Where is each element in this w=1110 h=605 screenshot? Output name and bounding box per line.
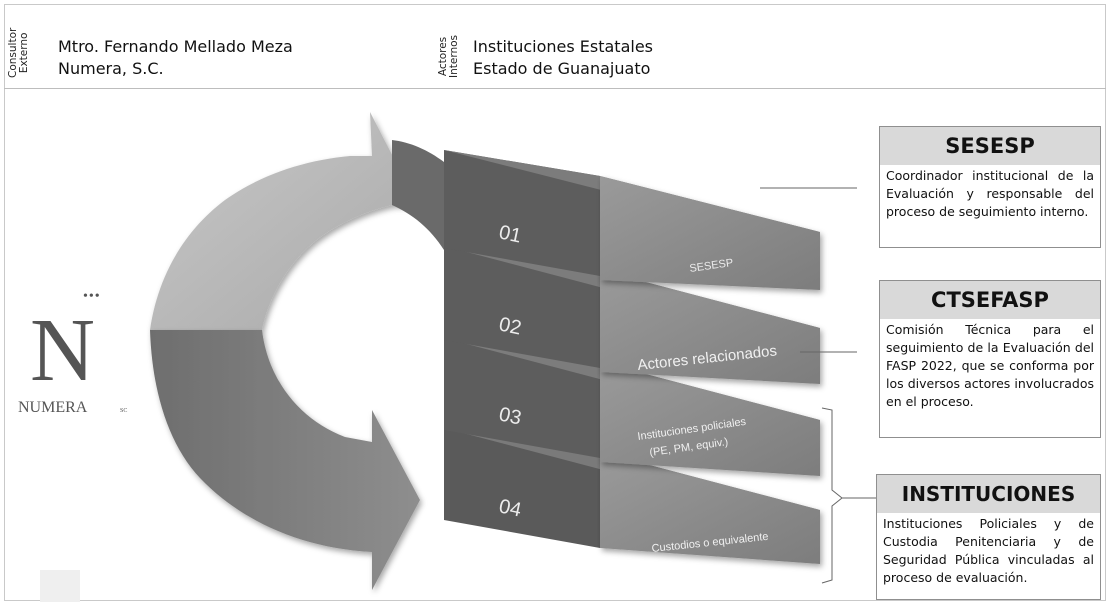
card-sesesp: SESESP Coordinador institucional de la E… bbox=[879, 126, 1101, 248]
layer-04 bbox=[444, 428, 820, 564]
card-body: Comisión Técnica para el seguimiento de … bbox=[886, 322, 1094, 409]
actors-info: Instituciones Estatales Estado de Guanaj… bbox=[473, 36, 653, 80]
numera-logo: N ••• NUMERA SC bbox=[18, 289, 127, 416]
cycle-arrow-inner-shade bbox=[392, 140, 444, 250]
card-title: CTSEFASP bbox=[880, 281, 1100, 319]
consultant-company: Numera, S.C. bbox=[58, 59, 164, 78]
logo-letter: N bbox=[30, 301, 95, 400]
layer-04-number: 04 bbox=[497, 495, 523, 521]
diagram-frame bbox=[4, 4, 1106, 601]
card-title: SESESP bbox=[880, 127, 1100, 165]
actors-line1: Instituciones Estatales bbox=[473, 37, 653, 56]
card-instituciones: INSTITUCIONES Instituciones Policiales y… bbox=[876, 474, 1101, 600]
placeholder-square bbox=[40, 570, 80, 602]
header-divider bbox=[4, 88, 1106, 89]
logo-dots: ••• bbox=[83, 289, 101, 304]
logo-wordmark: NUMERA bbox=[18, 399, 88, 416]
card-body: Coordinador institucional de la Evaluaci… bbox=[886, 168, 1094, 219]
cycle-arrow-lower bbox=[150, 330, 420, 590]
card-ctsefasp: CTSEFASP Comisión Técnica para el seguim… bbox=[879, 280, 1101, 438]
layer-01-number: 01 bbox=[497, 221, 523, 247]
card-title: INSTITUCIONES bbox=[877, 475, 1100, 513]
layer-02-number: 02 bbox=[497, 313, 523, 339]
layer-01 bbox=[444, 150, 820, 290]
cycle-arrow-upper bbox=[150, 112, 418, 330]
consultant-info: Mtro. Fernando Mellado Meza Numera, S.C. bbox=[58, 36, 293, 80]
bracket-instituciones bbox=[821, 407, 843, 584]
layer-02 bbox=[444, 246, 820, 384]
consultant-name: Mtro. Fernando Mellado Meza bbox=[58, 37, 293, 56]
card-body: Instituciones Policiales y de Custodia P… bbox=[883, 516, 1094, 585]
logo-suffix: SC bbox=[120, 408, 127, 414]
layer-03-number: 03 bbox=[497, 403, 523, 429]
layer-03 bbox=[444, 338, 820, 476]
actors-line2: Estado de Guanajuato bbox=[473, 59, 651, 78]
